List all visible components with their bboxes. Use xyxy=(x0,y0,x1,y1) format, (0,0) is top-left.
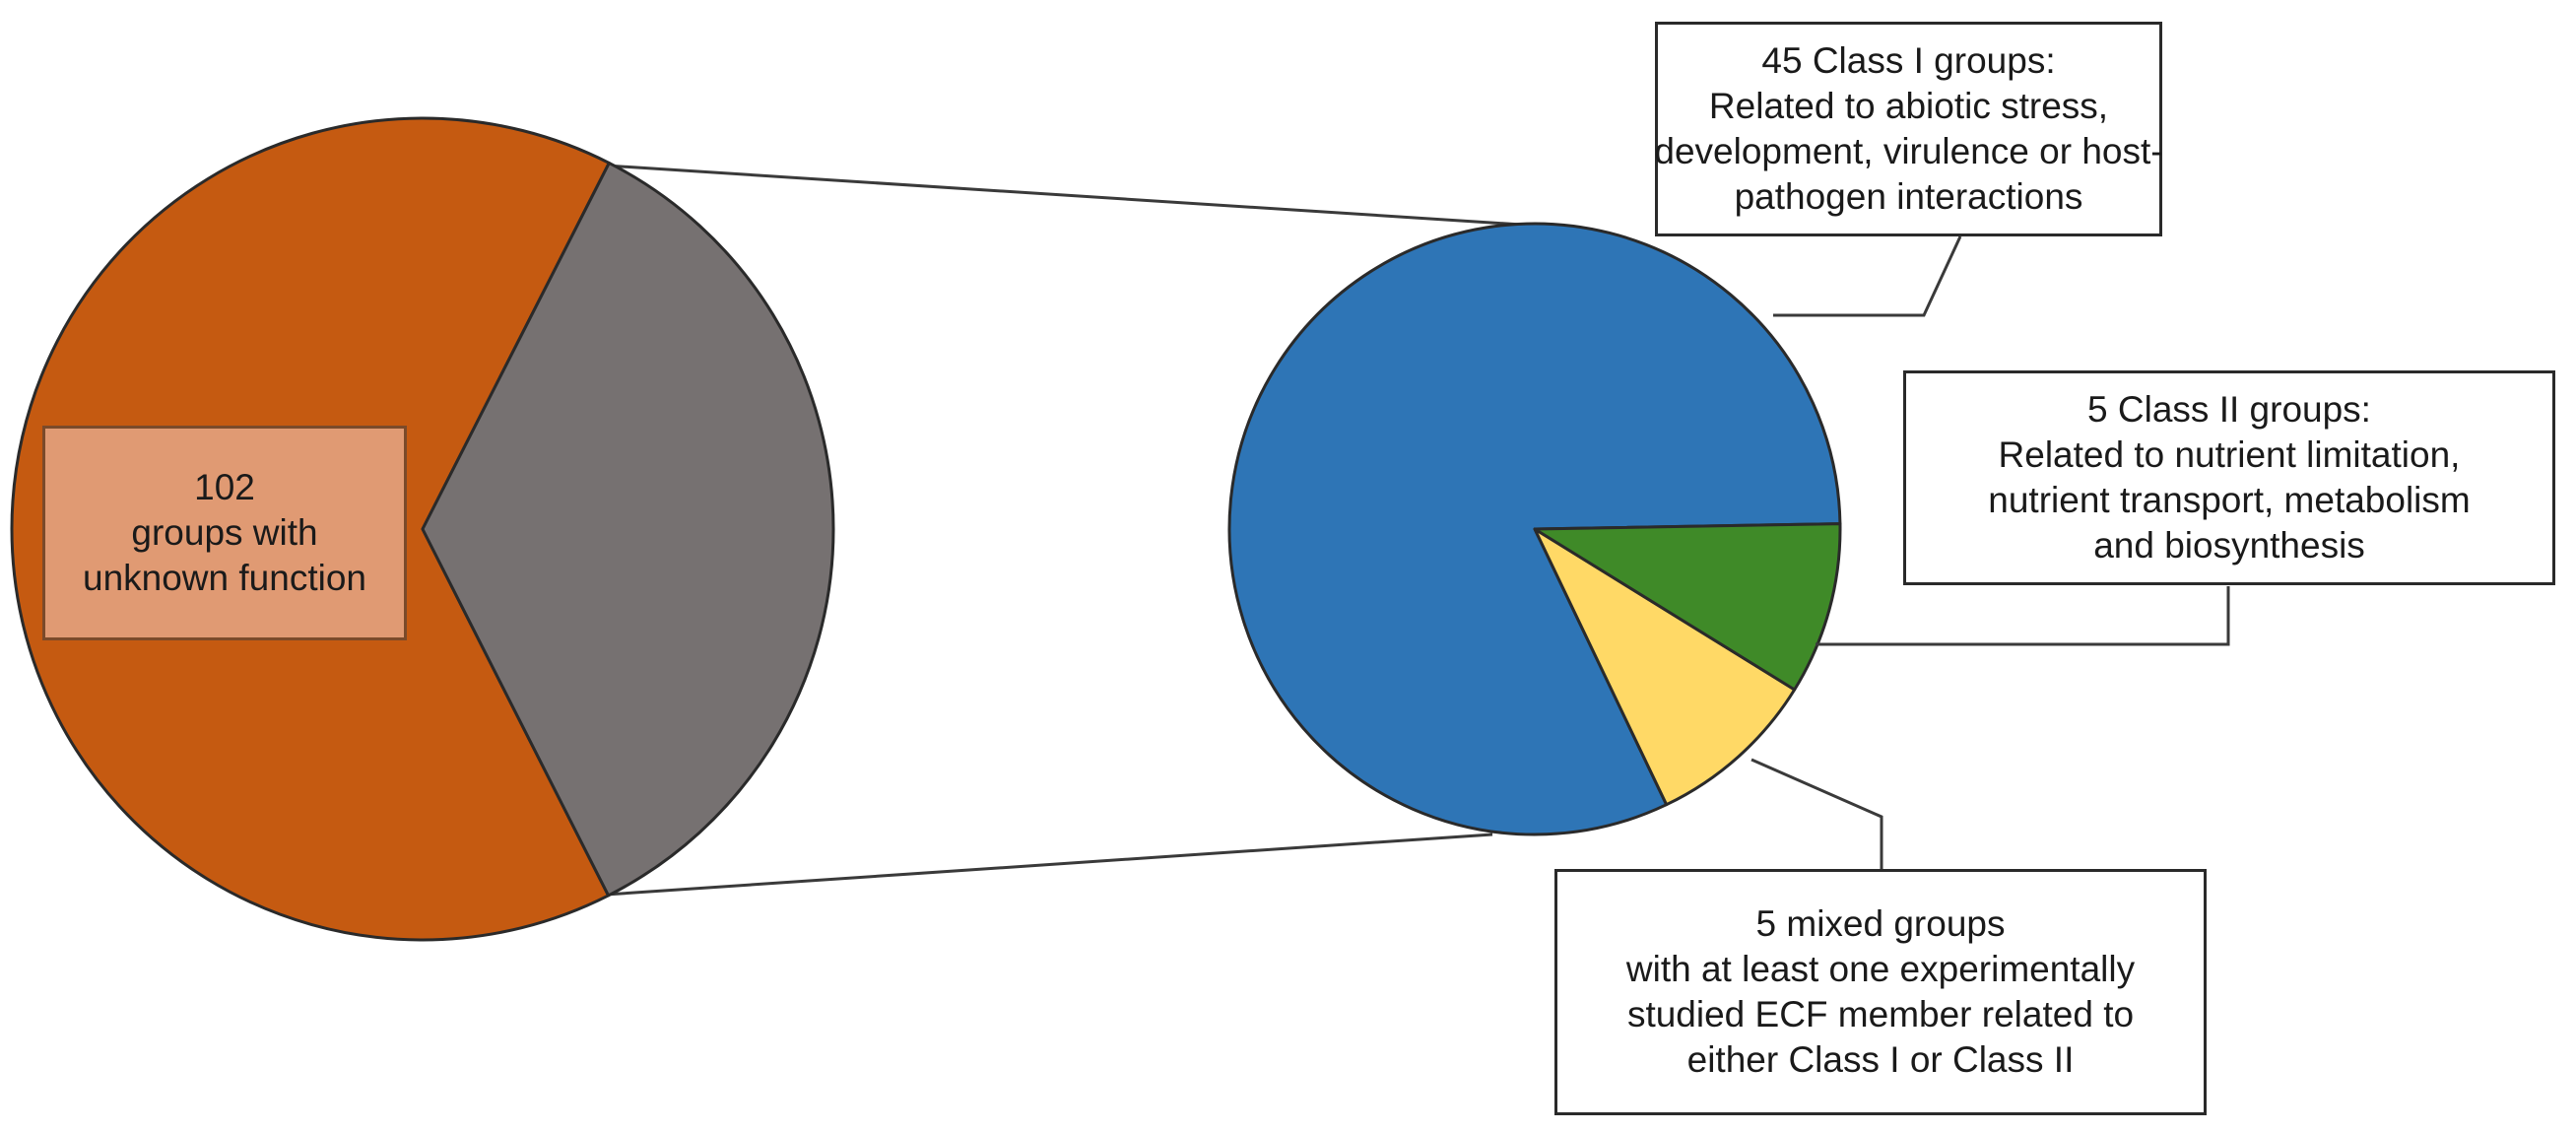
label-class-2: 5 Class II groups: Related to nutrient l… xyxy=(1903,370,2555,585)
label-class1-line-1: 45 Class I groups: xyxy=(1761,40,2056,81)
leader-class1 xyxy=(1773,235,1962,317)
zoom-line-top xyxy=(605,164,1538,228)
label-mixed-line-4: either Class I or Class II xyxy=(1686,1039,2075,1080)
label-class1-line-2: Related to abiotic stress, xyxy=(1708,86,2109,126)
zoom-line-bottom xyxy=(605,833,1493,897)
label-class1-line-3: development, virulence or host- xyxy=(1654,131,2163,171)
label-class2-line-1: 5 Class II groups: xyxy=(2087,389,2371,430)
slice-mixed xyxy=(1533,522,1842,692)
label-class2-line-2: Related to nutrient limitation, xyxy=(1998,434,2461,475)
slice-class-2 xyxy=(1533,527,1797,807)
label-class-1: 45 Class I groups: Related to abiotic st… xyxy=(1654,22,2163,236)
slice-known-function xyxy=(421,161,835,898)
leader-mixed xyxy=(1750,758,1883,869)
pie-right xyxy=(1227,222,1842,836)
label-unknown-line-2: groups with xyxy=(131,512,318,553)
label-mixed-line-3: studied ECF member related to xyxy=(1626,994,2135,1034)
label-class2-line-3: nutrient transport, metabolism xyxy=(1988,480,2471,520)
label-class2-line-4: and biosynthesis xyxy=(2093,525,2365,566)
label-unknown-function: 102 groups with unknown function xyxy=(42,426,407,640)
label-unknown-line-3: unknown function xyxy=(83,558,366,598)
label-unknown-line-1: 102 xyxy=(194,467,255,507)
label-mixed-line-2: with at least one experimentally xyxy=(1625,949,2136,989)
label-class1-line-4: pathogen interactions xyxy=(1734,176,2083,217)
label-mixed-line-1: 5 mixed groups xyxy=(1755,903,2006,944)
leader-class2 xyxy=(1816,586,2230,646)
label-mixed: 5 mixed groups with at least one experim… xyxy=(1554,869,2207,1115)
